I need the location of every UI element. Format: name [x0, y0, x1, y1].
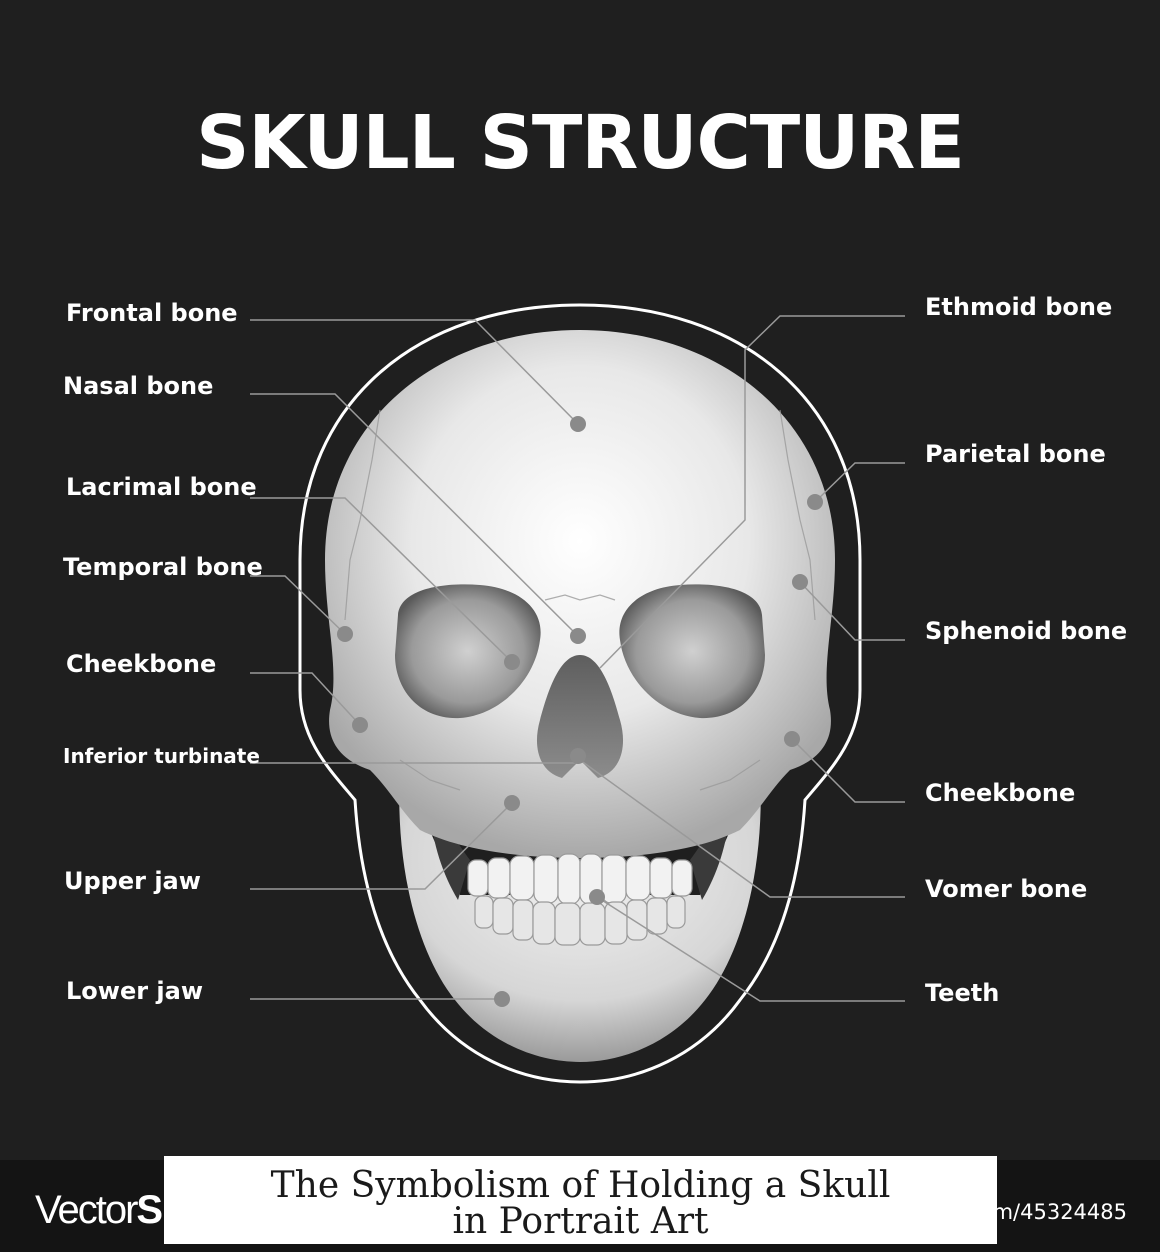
label-sphenoid-bone: Sphenoid bone — [925, 617, 1128, 645]
marker-cheekbone-right — [784, 731, 800, 747]
marker-parietal — [807, 494, 823, 510]
leader-cheekbone-right — [791, 738, 905, 803]
diagram-title: SKULL STRUCTURE — [196, 100, 965, 186]
marker-lower-jaw — [494, 991, 510, 1007]
label-cheekbone-left: Cheekbone — [66, 650, 217, 678]
label-frontal-bone: Frontal bone — [66, 299, 238, 327]
suture-lines — [344, 409, 816, 791]
marker-cheekbone-left — [352, 717, 368, 733]
marker-frontal — [570, 416, 586, 432]
nasal-cavity — [536, 655, 624, 778]
lower-teeth — [474, 895, 686, 946]
label-temporal-bone: Temporal bone — [63, 553, 263, 581]
marker-temporal — [337, 626, 353, 642]
label-inferior-turbinate: Inferior turbinate — [63, 744, 260, 768]
leader-frontal — [250, 319, 579, 425]
marker-nasal — [570, 628, 586, 644]
leader-upper-jaw — [250, 802, 513, 890]
leader-cheekbone-left — [250, 672, 361, 726]
label-nasal-bone: Nasal bone — [63, 372, 214, 400]
leader-teeth — [596, 896, 905, 1002]
watermark-brand-light: Vector — [35, 1188, 138, 1232]
leader-vomer — [579, 759, 905, 898]
marker-teeth — [589, 889, 605, 905]
marker-sphenoid — [792, 574, 808, 590]
upper-teeth — [467, 853, 693, 905]
label-lacrimal-bone: Lacrimal bone — [66, 473, 257, 501]
marker-upper-jaw — [504, 795, 520, 811]
watermark-brand-bold: S — [136, 1188, 163, 1232]
leader-temporal — [250, 575, 346, 635]
label-parietal-bone: Parietal bone — [925, 440, 1106, 468]
right-orbit — [619, 584, 765, 719]
watermark-brand: VectorS — [35, 1188, 163, 1233]
caption-box: The Symbolism of Holding a Skull in Port… — [164, 1156, 997, 1244]
leader-nasal — [250, 393, 579, 637]
label-vomer-bone: Vomer bone — [925, 875, 1088, 903]
marker-dots — [337, 416, 823, 1007]
label-teeth: Teeth — [925, 979, 1000, 1007]
marker-inferior-turbinate — [570, 748, 586, 764]
marker-lacrimal — [504, 654, 520, 670]
cranium-shape — [325, 330, 835, 858]
label-upper-jaw: Upper jaw — [64, 867, 201, 895]
skull-illustration — [250, 303, 905, 1084]
leader-ethmoid — [599, 315, 905, 669]
caption-line-1: The Symbolism of Holding a Skull — [270, 1165, 891, 1206]
label-cheekbone-right: Cheekbone — [925, 779, 1076, 807]
leader-lacrimal — [250, 497, 513, 663]
caption-line-2: in Portrait Art — [452, 1201, 709, 1242]
skull-outline — [298, 303, 862, 1084]
label-lower-jaw: Lower jaw — [66, 977, 204, 1005]
label-ethmoid-bone: Ethmoid bone — [925, 293, 1113, 321]
leader-sphenoid — [799, 581, 905, 641]
watermark-stock-id: m/45324485 — [992, 1200, 1127, 1224]
left-orbit — [395, 584, 541, 719]
leader-parietal — [814, 462, 905, 503]
